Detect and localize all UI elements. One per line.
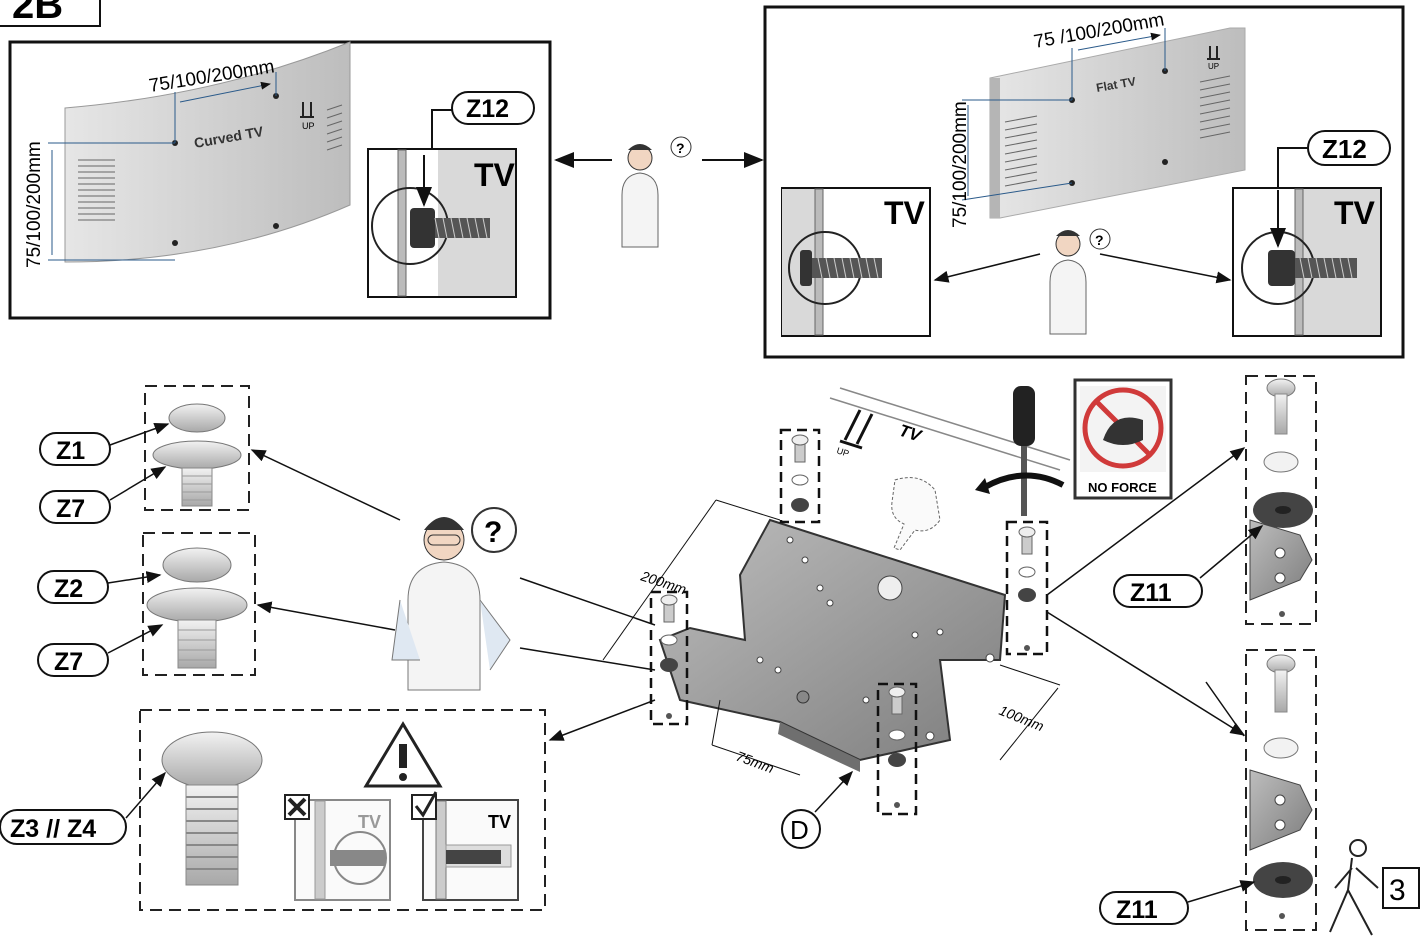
z11-detail-upper: [1245, 375, 1317, 625]
warning-triangle-icon: [363, 721, 443, 788]
screw-thread-icon: [812, 258, 882, 278]
vent-grille-icon: [78, 104, 343, 221]
vent-grille-icon: [1004, 75, 1231, 187]
thinking-person-icon: ?: [1049, 228, 1111, 335]
tv-side-label: TV: [884, 195, 926, 231]
curved-dim-vertical: 75/100/200mm: [24, 141, 45, 268]
label-z2: Z2: [37, 570, 109, 604]
screw-stack-left: [649, 590, 689, 726]
svg-text:Z7: Z7: [54, 648, 83, 676]
label-z11-b: Z11: [1099, 891, 1189, 925]
z1-z7-screw-set: [144, 385, 250, 511]
z2-z7-screw-set: [142, 532, 256, 676]
svg-text:D: D: [790, 815, 809, 845]
up-label: UP: [835, 445, 850, 458]
label-z1: Z1: [39, 432, 111, 466]
screw-stack-top: [779, 428, 821, 524]
up-arrow-icon: UP: [300, 102, 315, 131]
flat-detail-right: TV: [1232, 147, 1382, 337]
step-number-badge: 2B: [0, 0, 101, 27]
z12-detail-left: TV: [367, 109, 517, 298]
step-number: 2B: [12, 0, 63, 27]
label-z7-a: Z7: [39, 490, 111, 524]
dim-100mm: 100mm: [997, 702, 1047, 734]
label-d: D: [781, 809, 821, 849]
dim-75mm: 75mm: [734, 748, 776, 776]
mount-hole: [273, 223, 279, 229]
wrong-install-example: TV: [284, 794, 391, 901]
svg-text:Z11: Z11: [1116, 896, 1158, 924]
svg-text:Z12: Z12: [1322, 134, 1367, 164]
dim-200mm: 200mm: [638, 567, 689, 597]
flat-up-label: UP: [1208, 62, 1219, 71]
svg-text:Z3 // Z4: Z3 // Z4: [10, 815, 96, 843]
label-z12-right: Z12: [1307, 130, 1391, 166]
screw-stack-bottom: [876, 682, 918, 816]
next-step-number: 3: [1389, 874, 1406, 907]
z11-detail-lower: [1245, 649, 1317, 931]
washer-icon: [146, 587, 248, 623]
prohibition-icon: [1082, 387, 1164, 469]
tv-side-label: TV: [474, 157, 516, 193]
question-mark-icon: ?: [1095, 232, 1104, 248]
curved-up-label: UP: [302, 121, 315, 131]
screw-head-icon: [168, 403, 226, 433]
screw-thread-icon: [177, 619, 217, 669]
walking-person-icon: [1329, 839, 1379, 936]
screw-head-icon: [161, 731, 263, 789]
svg-text:Z12: Z12: [466, 95, 509, 123]
washer-icon: [1263, 737, 1299, 759]
svg-text:Z7: Z7: [56, 495, 85, 523]
spacer-icon: [1268, 250, 1295, 286]
thinking-person-icon: ?: [621, 136, 692, 248]
z3-z4-warning-box: TV TV: [139, 709, 546, 911]
spacer-icon: [410, 208, 435, 248]
flat-tv-panel: 75 /100/200mm 75/100/200mm Flat TV UP TV…: [763, 5, 1405, 359]
label-z11-a: Z11: [1113, 574, 1203, 608]
no-force-sign: NO FORCE: [1073, 378, 1173, 500]
screw-thread-icon: [1274, 393, 1288, 435]
up-tv-marker: TV UP: [835, 409, 925, 459]
question-mark-icon: ?: [676, 140, 685, 156]
label-z12-left: Z12: [451, 91, 535, 125]
screwdriver-icon: [975, 386, 1065, 516]
washer-icon: [152, 440, 242, 470]
label-z3-z4: Z3 // Z4: [0, 809, 127, 845]
flat-detail-left: TV: [781, 187, 931, 337]
mount-hole: [172, 240, 178, 246]
thinking-person-icon: ?: [391, 507, 517, 691]
tv-side-label: TV: [1334, 195, 1376, 231]
question-mark-icon: ?: [484, 516, 502, 549]
tv-side-label: TV: [358, 812, 381, 832]
no-force-label: NO FORCE: [1088, 480, 1157, 495]
svg-text:Z2: Z2: [54, 575, 83, 603]
next-step-indicator: 3: [1329, 839, 1420, 936]
screw-head-icon: [162, 547, 232, 583]
pointing-hand-icon: [891, 477, 941, 551]
curved-tv-panel: 75/100/200mm 75/100/200mm Curved TV UP T…: [8, 40, 552, 320]
screw-stack-right: [1005, 520, 1049, 656]
screw-thread-icon: [1274, 669, 1288, 713]
up-arrow-icon: UP: [1207, 46, 1220, 71]
correct-install-example: TV: [411, 791, 519, 901]
washer-icon: [1263, 451, 1299, 473]
svg-text:Z1: Z1: [56, 437, 85, 465]
svg-text:Z11: Z11: [1130, 579, 1172, 607]
label-z7-b: Z7: [37, 643, 109, 677]
tv-side-label: TV: [488, 812, 511, 832]
flat-dim-vertical: 75/100/200mm: [950, 101, 971, 228]
up-tv-label: TV: [897, 421, 925, 446]
flat-tv-caption: Flat TV: [1095, 74, 1137, 95]
